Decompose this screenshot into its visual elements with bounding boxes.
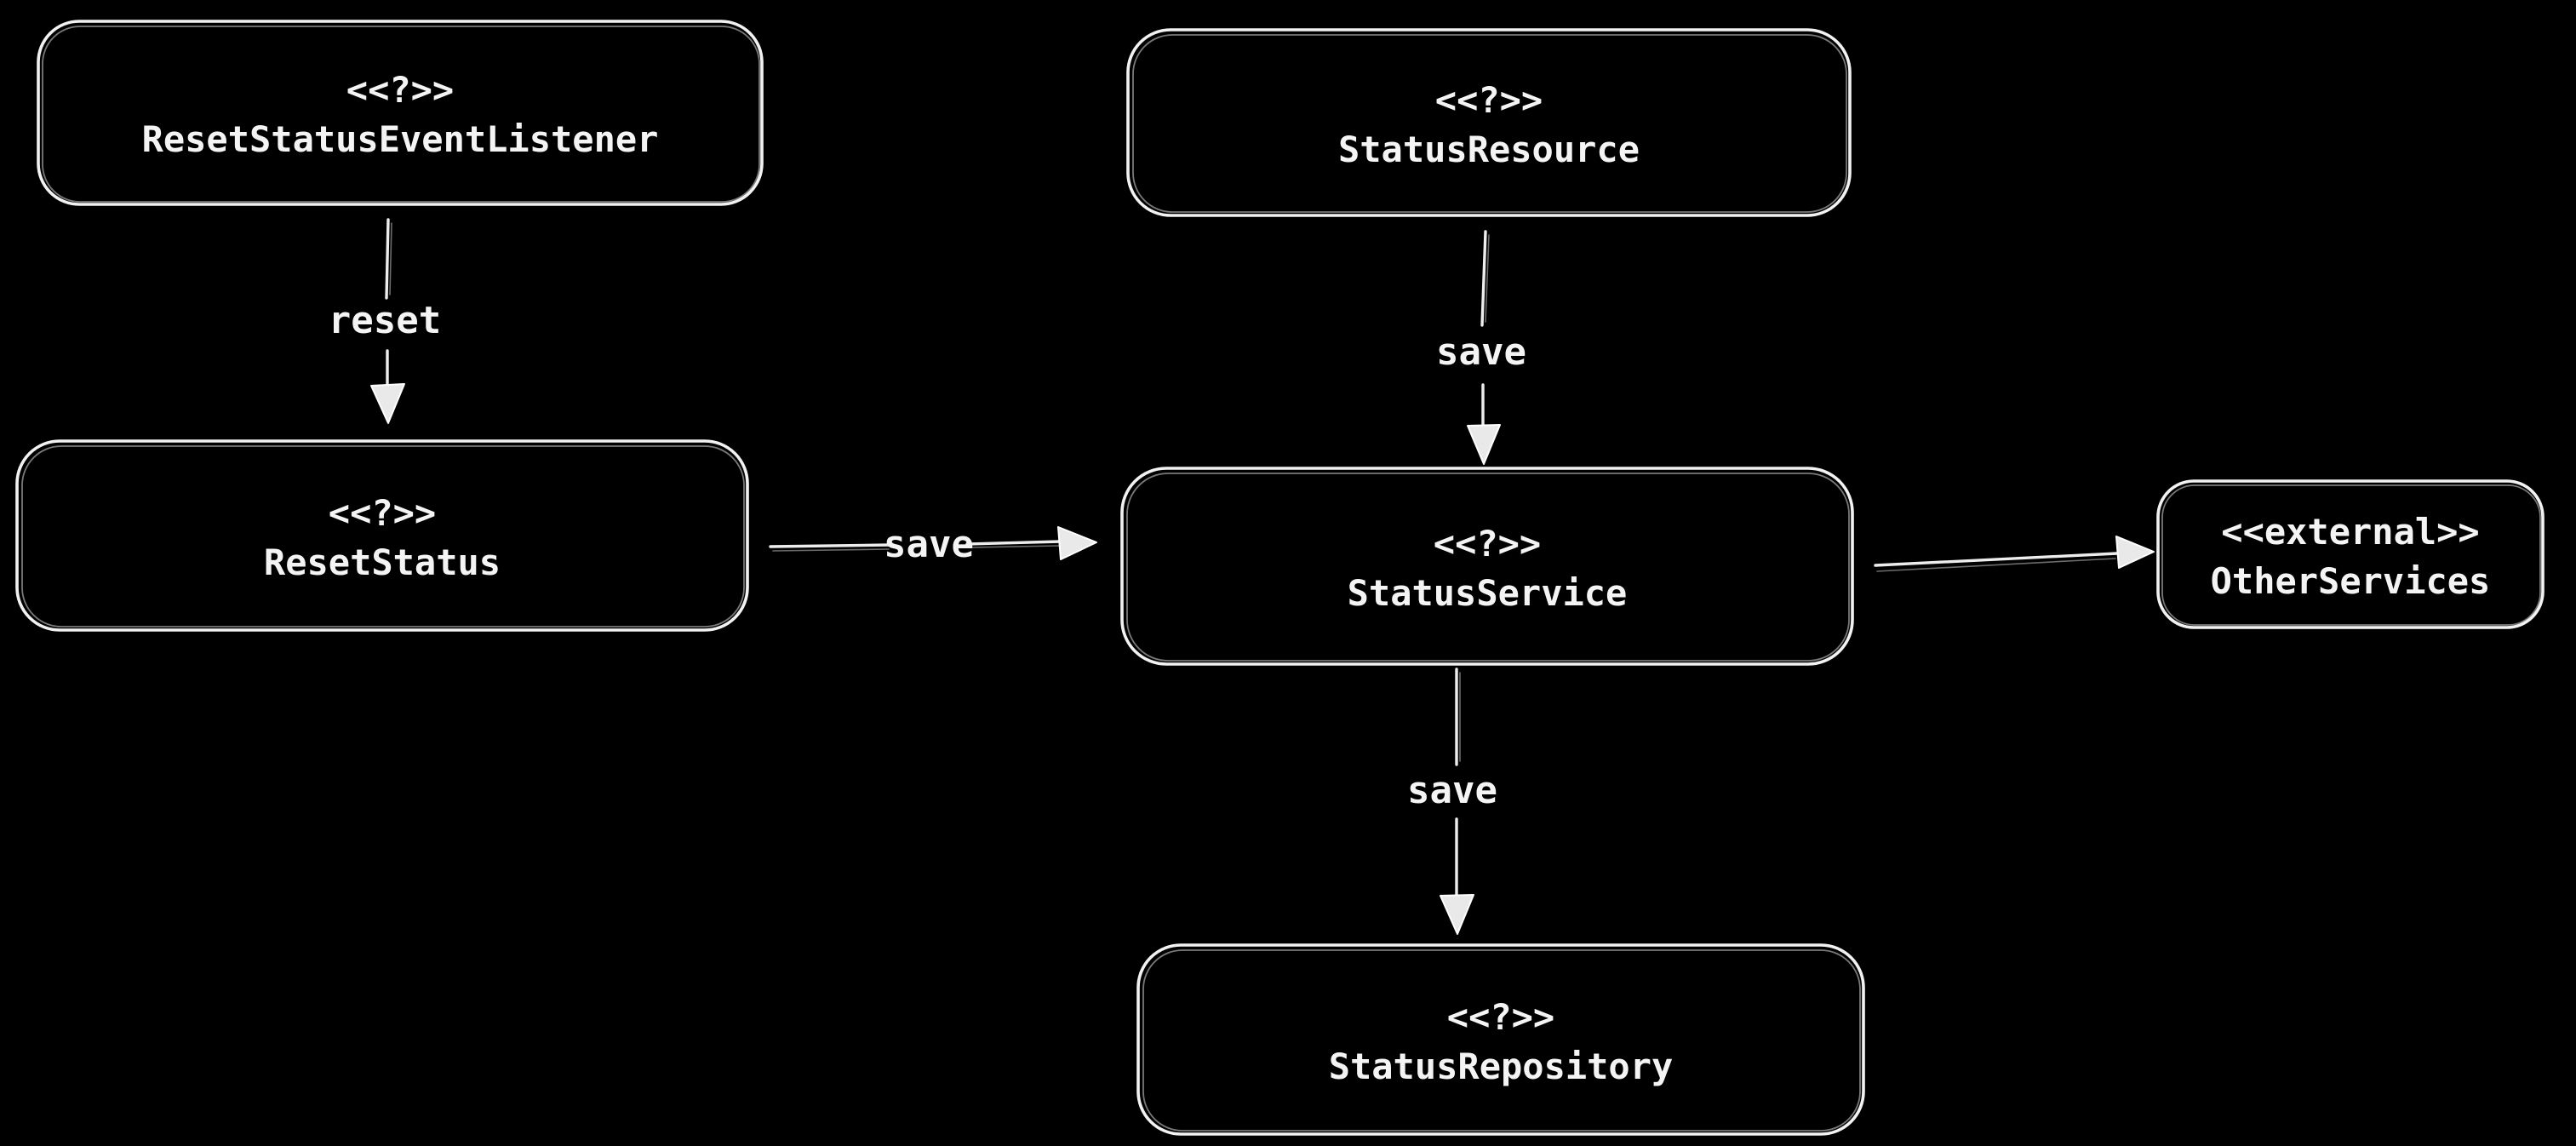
arrowhead-down-icon bbox=[1467, 424, 1501, 465]
node-name: StatusResource bbox=[1338, 129, 1640, 170]
node-name: ResetStatus bbox=[264, 541, 501, 583]
arrowhead-down-icon bbox=[1440, 894, 1474, 935]
node-name: OtherServices bbox=[2211, 560, 2491, 602]
arrowhead-right-icon bbox=[1057, 526, 1097, 560]
edge-label: reset bbox=[329, 299, 441, 342]
node-reset-status: <<?>> ResetStatus bbox=[15, 439, 749, 632]
node-stereotype: <<?>> bbox=[329, 492, 436, 534]
edge-label: save bbox=[884, 523, 974, 566]
edge-reset-listener-to-reset-status: reset bbox=[329, 218, 441, 424]
node-status-resource: <<?>> StatusResource bbox=[1126, 28, 1852, 217]
edge-label: save bbox=[1436, 330, 1526, 374]
arrowhead-right-icon bbox=[2115, 536, 2155, 569]
node-other-services: <<external>> OtherServices bbox=[2156, 479, 2545, 629]
edge-status-service-to-other-services bbox=[1874, 536, 2155, 572]
node-reset-status-event-listener: <<?>> ResetStatusEventListener bbox=[37, 20, 764, 206]
node-status-repository: <<?>> StatusRepository bbox=[1136, 943, 1865, 1136]
node-name: ResetStatusEventListener bbox=[142, 118, 659, 160]
edge-label: save bbox=[1407, 769, 1497, 812]
node-stereotype: <<external>> bbox=[2221, 511, 2479, 553]
edge-status-service-to-status-repository: save bbox=[1407, 668, 1497, 935]
node-stereotype: <<?>> bbox=[346, 69, 454, 111]
node-stereotype: <<?>> bbox=[1447, 996, 1554, 1038]
edge-status-resource-to-status-service: save bbox=[1436, 230, 1526, 465]
edge-reset-status-to-status-service: save bbox=[769, 523, 1097, 566]
node-status-service: <<?>> StatusService bbox=[1120, 467, 1854, 666]
node-stereotype: <<?>> bbox=[1435, 79, 1543, 121]
node-name: StatusRepository bbox=[1329, 1046, 1674, 1087]
arrowhead-down-icon bbox=[370, 383, 405, 424]
node-stereotype: <<?>> bbox=[1434, 523, 1541, 564]
node-name: StatusService bbox=[1348, 572, 1628, 614]
